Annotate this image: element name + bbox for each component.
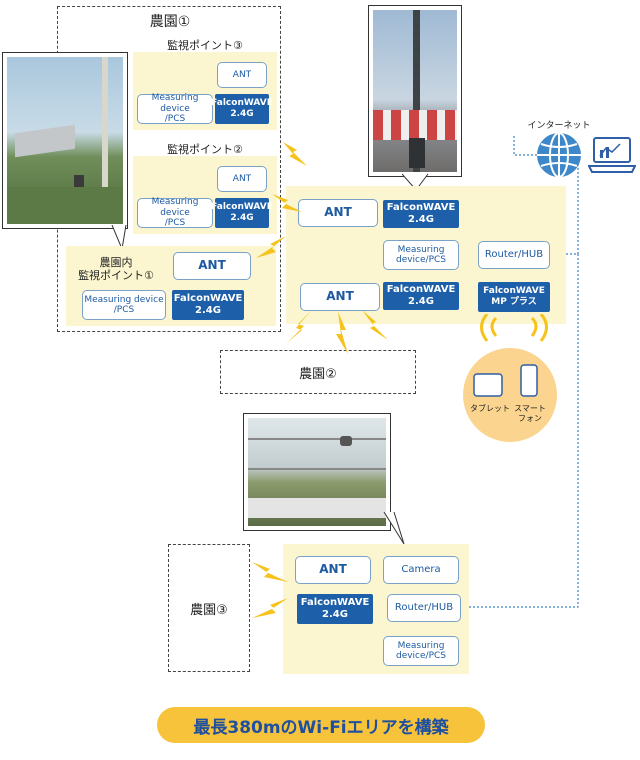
photo-farm3-greenhouse bbox=[244, 414, 390, 530]
farm1-title: 農園① bbox=[149, 14, 191, 30]
globe-icon bbox=[537, 132, 581, 178]
smartphone-label: スマートフォン bbox=[514, 404, 546, 423]
point2-ant: ANT bbox=[217, 166, 267, 192]
bolt-icon-6 bbox=[362, 310, 388, 340]
wifi-waves-icon bbox=[480, 314, 548, 342]
bolt-icon-4 bbox=[286, 310, 312, 344]
point3-measuring-device: Measuring device/PCS bbox=[137, 93, 213, 124]
hub-ant-bottom: ANT bbox=[300, 283, 380, 311]
headline-banner: 最長380mのWi-Fiエリアを構築 bbox=[157, 707, 485, 743]
point3-label: 監視ポイント③ bbox=[167, 39, 243, 52]
photo-farm1-pole bbox=[3, 53, 127, 228]
bolt-icon-1 bbox=[283, 142, 307, 166]
hub-ant-top: ANT bbox=[298, 199, 378, 227]
bolt-icon-7 bbox=[252, 562, 288, 582]
farm3-ant: ANT bbox=[295, 556, 371, 584]
farm3-camera: Camera bbox=[383, 556, 459, 584]
bolt-icon-2 bbox=[272, 194, 302, 212]
farm3-title: 農園③ bbox=[190, 602, 228, 618]
hub-router: Router/HUB bbox=[478, 241, 550, 269]
tablet-label: タブレット bbox=[470, 404, 510, 413]
farm2-title: 農園② bbox=[299, 366, 337, 382]
point2-label: 監視ポイント② bbox=[167, 143, 243, 156]
farm3-region: 農園③ bbox=[168, 544, 250, 672]
point1-ant: ANT bbox=[173, 252, 251, 280]
bolt-icon-3 bbox=[256, 236, 286, 258]
bolt-icon-5 bbox=[336, 312, 348, 354]
bolt-icon-8 bbox=[252, 598, 288, 618]
farm2-region: 農園② bbox=[220, 350, 416, 394]
photo-hub-pole bbox=[369, 6, 461, 176]
point1-measuring-device: Measuring device/PCS bbox=[82, 290, 166, 320]
internet-label: インターネット bbox=[527, 121, 591, 131]
photo3-pointer bbox=[383, 512, 405, 545]
point3-ant: ANT bbox=[217, 62, 267, 88]
tablet-icon bbox=[473, 373, 503, 397]
smartphone-icon bbox=[520, 364, 538, 397]
point1-label: 農園内監視ポイント① bbox=[78, 256, 154, 283]
farm3-router: Router/HUB bbox=[387, 594, 461, 622]
point2-measuring-device: Measuring device/PCS bbox=[137, 197, 213, 228]
laptop-icon bbox=[588, 137, 636, 173]
